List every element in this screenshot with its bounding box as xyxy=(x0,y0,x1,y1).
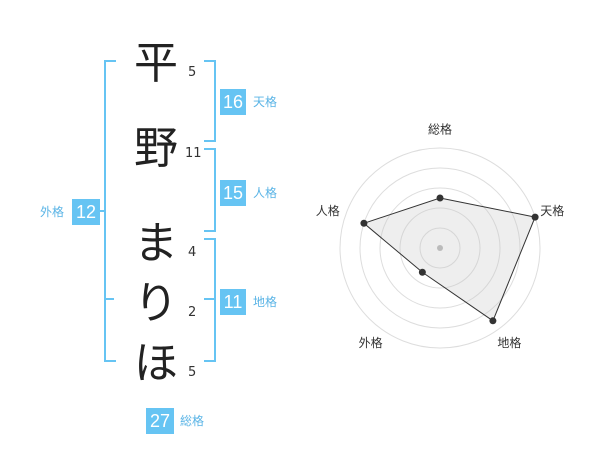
stroke-count-1: 5 xyxy=(188,65,197,80)
tenkaku-value: 16 xyxy=(220,89,246,115)
stroke-count-4: 2 xyxy=(188,305,197,320)
tenkaku-label: 天格 xyxy=(253,95,278,109)
chikaku-bracket-tick xyxy=(204,298,214,300)
radar-axis-label-1: 総格 xyxy=(428,122,452,137)
name-char-3: ま xyxy=(134,218,178,269)
radar-ring-2 xyxy=(399,207,481,289)
gaikaku-label: 外格 xyxy=(40,205,65,219)
stroke-count-3: 4 xyxy=(188,245,197,260)
name-char-5: ほ xyxy=(134,338,178,389)
radar-axis-label-2: 天格 xyxy=(540,203,564,218)
radar-axis-label-4: 外格 xyxy=(359,335,383,350)
stroke-count-5: 5 xyxy=(188,365,197,380)
name-char-2: 野 xyxy=(134,123,178,174)
radar-ring-5 xyxy=(339,147,541,349)
chikaku-bracket xyxy=(204,238,216,362)
radar-point-4 xyxy=(418,268,426,276)
radar-axis-label-5: 人格 xyxy=(316,203,340,218)
radar-point-2 xyxy=(531,213,539,221)
stroke-count-2: 11 xyxy=(185,146,202,161)
radar-point-1 xyxy=(436,194,444,202)
radar-axis-label-3: 地格 xyxy=(497,335,521,350)
gaikaku-value: 12 xyxy=(72,199,100,225)
name-char-4: り xyxy=(134,278,178,329)
gaikaku-bracket xyxy=(104,60,116,362)
radar-point-5 xyxy=(360,219,368,227)
radar-ring-1 xyxy=(419,227,461,269)
tenkaku-bracket xyxy=(204,60,216,142)
chikaku-label: 地格 xyxy=(253,295,278,309)
radar-ring-3 xyxy=(379,187,501,309)
radar-polygon xyxy=(362,197,536,322)
radar-point-3 xyxy=(489,317,497,325)
jinkaku-label: 人格 xyxy=(253,186,278,200)
gaikaku-bracket-tick xyxy=(104,298,114,300)
radar-center-dot xyxy=(437,245,443,251)
jinkaku-value: 15 xyxy=(220,180,246,206)
radar-ring-4 xyxy=(359,167,521,329)
jinkaku-bracket xyxy=(204,148,216,232)
chikaku-value: 11 xyxy=(220,289,246,315)
name-char-1: 平 xyxy=(134,38,178,89)
soukaku-label: 総格 xyxy=(180,414,205,428)
soukaku-value: 27 xyxy=(146,408,174,434)
